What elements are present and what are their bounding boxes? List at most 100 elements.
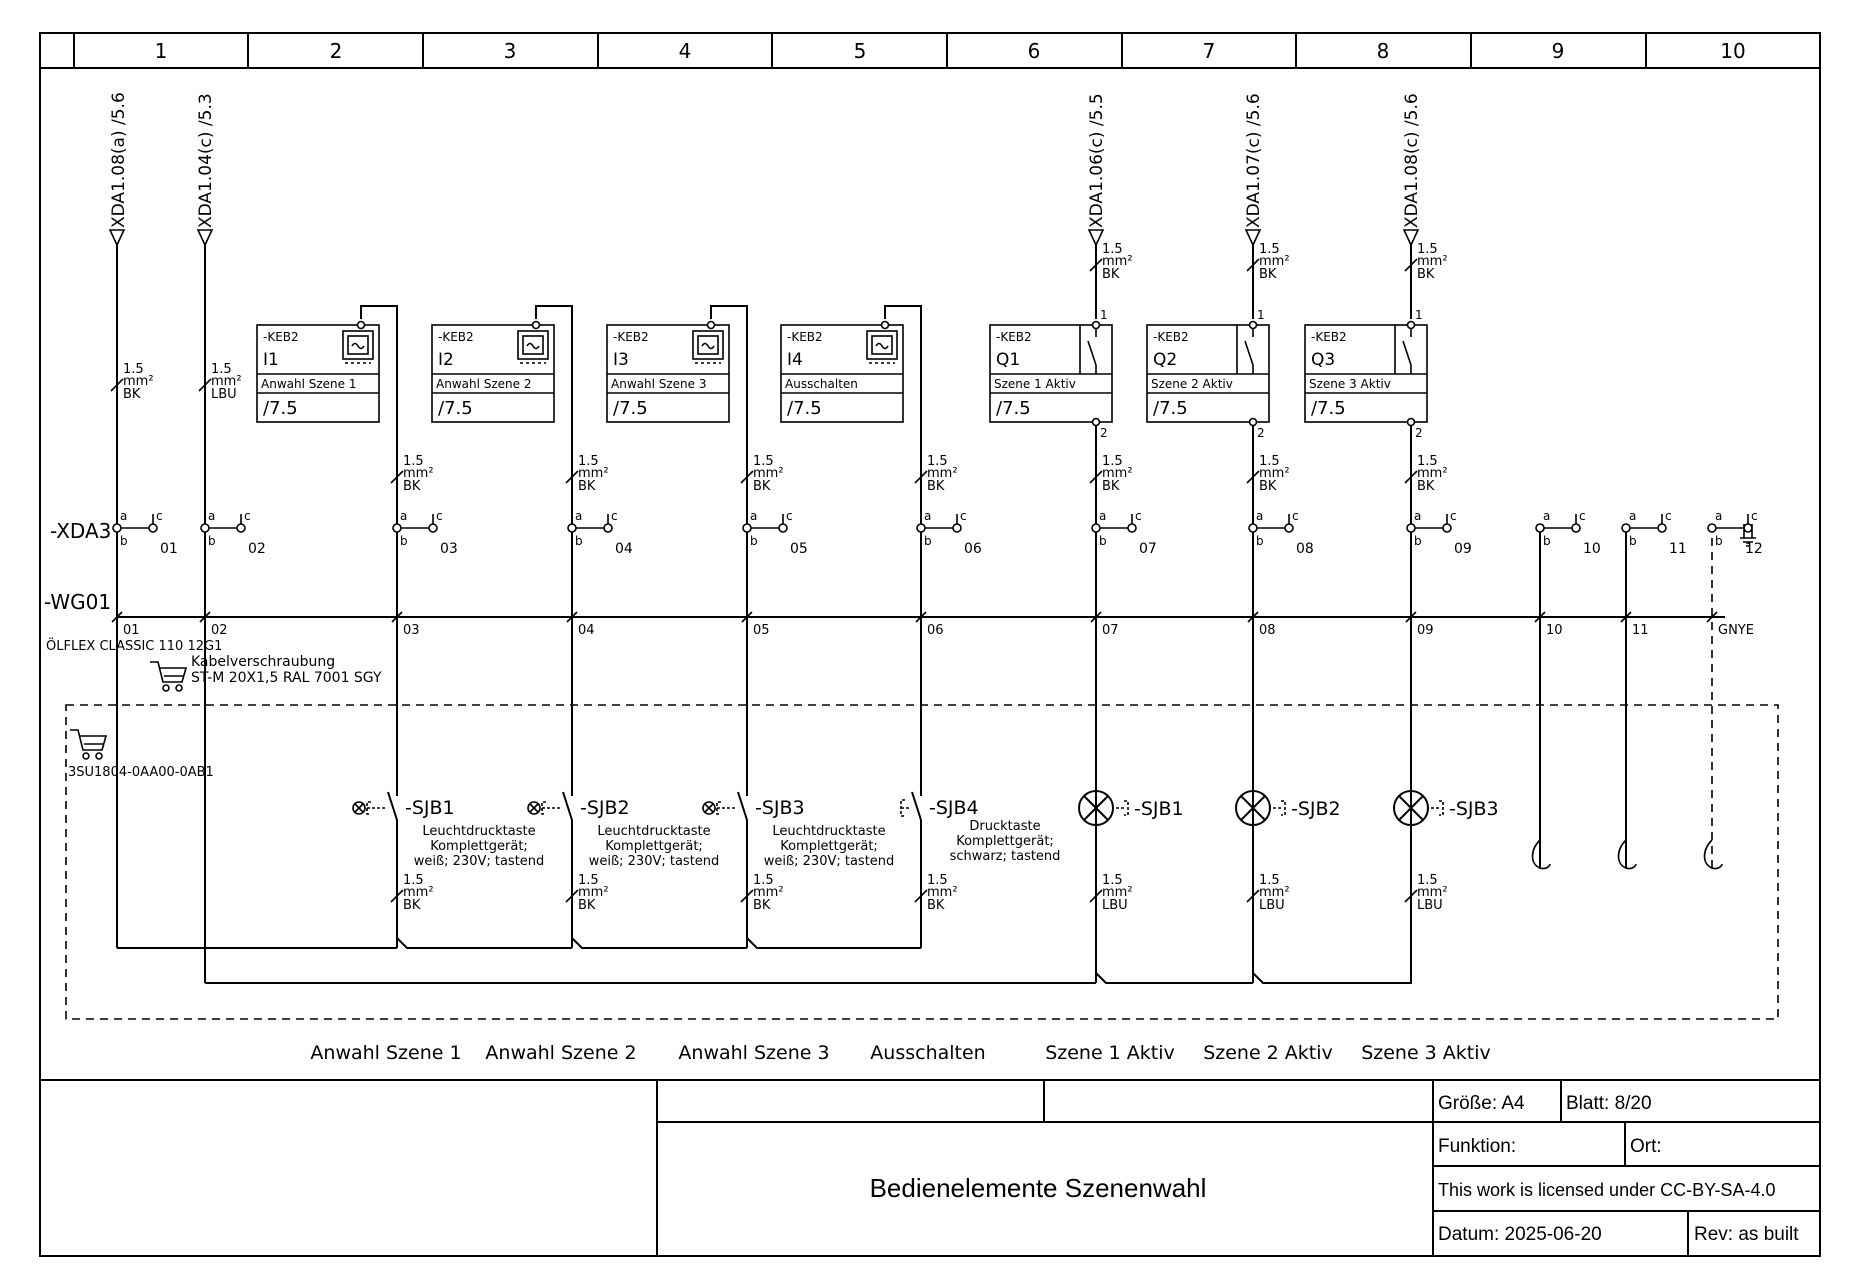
svg-text:a: a xyxy=(1414,509,1421,523)
column-number: 7 xyxy=(1203,39,1216,63)
svg-text:b: b xyxy=(120,534,128,548)
plc-input-module: -KEB2 I4 Ausschalten /7.5 xyxy=(780,320,904,423)
svg-text:a: a xyxy=(750,509,757,523)
terminal: abc 01 xyxy=(112,509,178,557)
cable-core: 10 xyxy=(1534,611,1563,638)
function-field: Funktion: xyxy=(1438,1136,1516,1157)
column-captions: Anwahl Szene 1 Anwahl Szene 2 Anwahl Sze… xyxy=(310,1042,1490,1064)
cable-core: 06 xyxy=(915,611,944,638)
module-device-tag: -KEB2 xyxy=(613,330,649,344)
svg-text:1.5: 1.5 xyxy=(1102,242,1123,257)
plc-output-module: -KEB2 Q1 Szene 1 Aktiv /7.5 1 2 xyxy=(989,308,1113,440)
date-field: Datum: 2025-06-20 xyxy=(1438,1224,1602,1245)
svg-text:mm²: mm² xyxy=(403,885,434,900)
svg-text:BK: BK xyxy=(1102,479,1120,494)
svg-text:1.5: 1.5 xyxy=(753,873,774,888)
module-description: Anwahl Szene 3 xyxy=(611,377,706,391)
svg-text:b: b xyxy=(208,534,216,548)
module-page-ref: /7.5 xyxy=(787,398,822,419)
pin-label: 1 xyxy=(1100,308,1108,322)
location-field: Ort: xyxy=(1630,1136,1662,1157)
column-caption: Anwahl Szene 1 xyxy=(310,1042,461,1064)
svg-text:BK: BK xyxy=(578,479,596,494)
cable-core: 07 xyxy=(1090,611,1119,638)
svg-text:mm²: mm² xyxy=(1417,885,1448,900)
drawing-title: Bedienelemente Szenenwahl xyxy=(870,1173,1207,1203)
plc-input-module: -KEB2 I3 Anwahl Szene 3 /7.5 xyxy=(606,320,730,423)
svg-text:a: a xyxy=(924,509,931,523)
svg-text:mm²: mm² xyxy=(1102,885,1133,900)
column-caption: Ausschalten xyxy=(870,1042,985,1064)
svg-text:BK: BK xyxy=(753,898,771,913)
reference-arrows xyxy=(108,229,1420,247)
terminal-number: 06 xyxy=(964,541,982,557)
svg-text:mm²: mm² xyxy=(1259,885,1290,900)
title-block: Bedienelemente Szenenwahl Größe: A4 Blat… xyxy=(40,1079,1820,1256)
svg-text:08: 08 xyxy=(1259,623,1276,638)
column-number: 3 xyxy=(504,39,517,63)
pin-label: 2 xyxy=(1100,426,1108,440)
svg-text:1.5: 1.5 xyxy=(753,454,774,469)
sheet-size: Größe: A4 xyxy=(1438,1093,1525,1114)
svg-text:c: c xyxy=(786,509,793,523)
svg-text:LBU: LBU xyxy=(1102,898,1128,913)
module-page-ref: /7.5 xyxy=(438,398,473,419)
svg-text:BK: BK xyxy=(1417,479,1435,494)
svg-text:1.5: 1.5 xyxy=(927,454,948,469)
svg-text:1.5: 1.5 xyxy=(578,873,599,888)
module-description: Szene 3 Aktiv xyxy=(1309,377,1391,391)
license-notice: This work is licensed under CC-BY-SA-4.0 xyxy=(1438,1180,1775,1200)
module-channel: I2 xyxy=(438,350,454,370)
lamp-tag: -SJB2 xyxy=(1291,798,1341,820)
svg-text:mm²: mm² xyxy=(927,885,958,900)
svg-text:BK: BK xyxy=(403,898,421,913)
terminal: abc 11 xyxy=(1621,509,1687,557)
terminal: abc 02 xyxy=(200,509,266,557)
terminal: abc 08 xyxy=(1248,509,1314,557)
svg-text:LBU: LBU xyxy=(1259,898,1285,913)
svg-text:02: 02 xyxy=(211,623,228,638)
terminal-number: 02 xyxy=(248,541,266,557)
column-numbers: 1 2 3 4 5 6 7 8 9 10 xyxy=(155,39,1746,63)
cable-gland-part: ST-M 20X1,5 RAL 7001 SGY xyxy=(191,670,382,686)
svg-text:mm²: mm² xyxy=(123,374,154,389)
terminal-number: 01 xyxy=(160,541,178,557)
svg-text:mm²: mm² xyxy=(753,466,784,481)
column-number: 2 xyxy=(330,39,343,63)
cart-icon xyxy=(70,729,108,760)
svg-text:a: a xyxy=(1629,509,1636,523)
svg-text:BK: BK xyxy=(123,387,141,402)
terminal: abc 12 xyxy=(1707,509,1763,557)
indicator-lamp: -SJB1 xyxy=(1078,790,1184,826)
module-channel: Q1 xyxy=(996,350,1020,370)
terminal-number: 12 xyxy=(1745,541,1763,557)
svg-text:c: c xyxy=(1579,509,1586,523)
svg-text:01: 01 xyxy=(123,623,140,638)
button-desc: weiß; 230V; tastend xyxy=(764,854,895,869)
button-desc: weiß; 230V; tastend xyxy=(589,854,720,869)
svg-text:mm²: mm² xyxy=(1102,466,1133,481)
button-desc: Leuchtdrucktaste xyxy=(772,824,885,839)
svg-text:1.5: 1.5 xyxy=(1417,454,1438,469)
module-page-ref: /7.5 xyxy=(613,398,648,419)
terminal-strip: abc 01 abc 02 abc 03 abc 04 abc 05 abc 0… xyxy=(112,509,1763,557)
lamp-tag: -SJB3 xyxy=(1449,798,1499,820)
terminal-number: 07 xyxy=(1139,541,1157,557)
button-desc: Komplettgerät; xyxy=(605,839,703,854)
svg-text:1.5: 1.5 xyxy=(403,873,424,888)
svg-text:b: b xyxy=(575,534,583,548)
svg-text:1.5: 1.5 xyxy=(1102,873,1123,888)
module-description: Anwahl Szene 1 xyxy=(261,377,356,391)
module-description: Ausschalten xyxy=(785,377,858,391)
sheet-number: Blatt: 8/20 xyxy=(1566,1093,1652,1114)
svg-text:10: 10 xyxy=(1546,623,1563,638)
svg-text:c: c xyxy=(1751,509,1758,523)
svg-text:a: a xyxy=(1256,509,1263,523)
svg-text:a: a xyxy=(1715,509,1722,523)
